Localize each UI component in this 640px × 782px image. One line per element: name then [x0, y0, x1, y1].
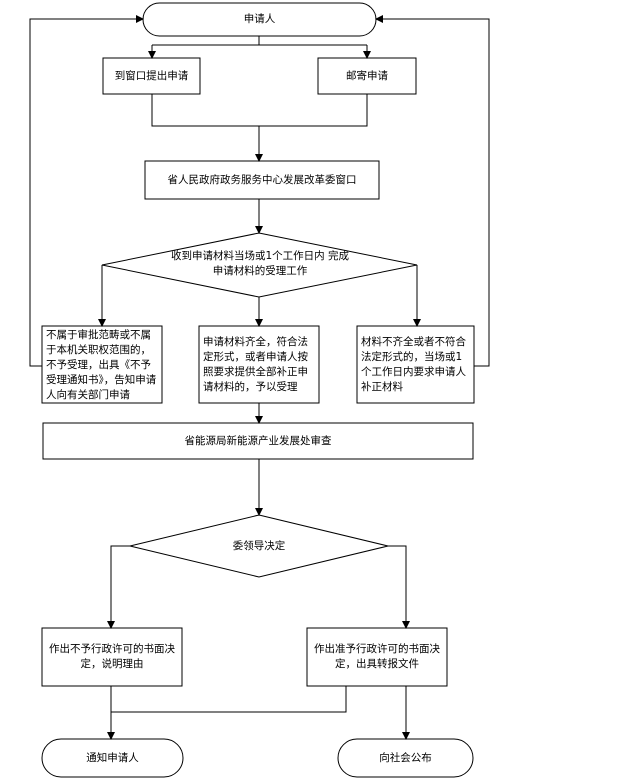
leader-decision-label: 委领导决定	[232, 539, 286, 552]
review-label: 省能源局新能源产业发展处审查	[184, 434, 332, 447]
reject-outcome-label: 不属于审批范畴或不属于本机关职权范围的，不予受理，出具《不予受理通知书》，告知申…	[46, 328, 157, 401]
leader-to-deny-connector	[107, 545, 130, 629]
approve-to-notify-connector	[111, 686, 347, 713]
reject-loop-connector	[29, 15, 144, 367]
leader-diamond	[129, 514, 389, 578]
window-submit-label: 到窗口提出申请	[114, 69, 189, 82]
submit-to-reception-connector	[151, 94, 368, 161]
approve-box	[306, 627, 448, 687]
notify-end-label: 通知申请人	[86, 751, 139, 764]
mail-submit-label: 邮寄申请	[346, 69, 388, 82]
supplement-outcome-label: 材料不齐全或者不符合法定形式的，当场或1个工作日内要求申请人补正材料	[361, 336, 466, 393]
start-to-submit-connector	[151, 36, 368, 56]
supplement-loop-connector	[375, 15, 490, 367]
deny-result-label: 作出不予行政许可的书面决定，说明理由	[49, 643, 175, 670]
start-label: 申请人	[243, 13, 276, 25]
reception-label: 省人民政府政务服务中心发展改革委窗口	[167, 173, 357, 186]
accept-outcome-label: 申请材料齐全，符合法定形式，或者申请人按照要求提供全部补正申请材料的，予以受理	[203, 336, 308, 393]
publish-end-label: 向社会公布	[379, 751, 432, 764]
approve-result-label: 作出准予行政许可的书面决定，出具转报文件	[314, 643, 440, 670]
check-decision-label: 收到申请材料当场或1个工作日内 完成申请材料的受理工作	[170, 250, 350, 277]
leader-to-approve-connector	[388, 545, 410, 629]
